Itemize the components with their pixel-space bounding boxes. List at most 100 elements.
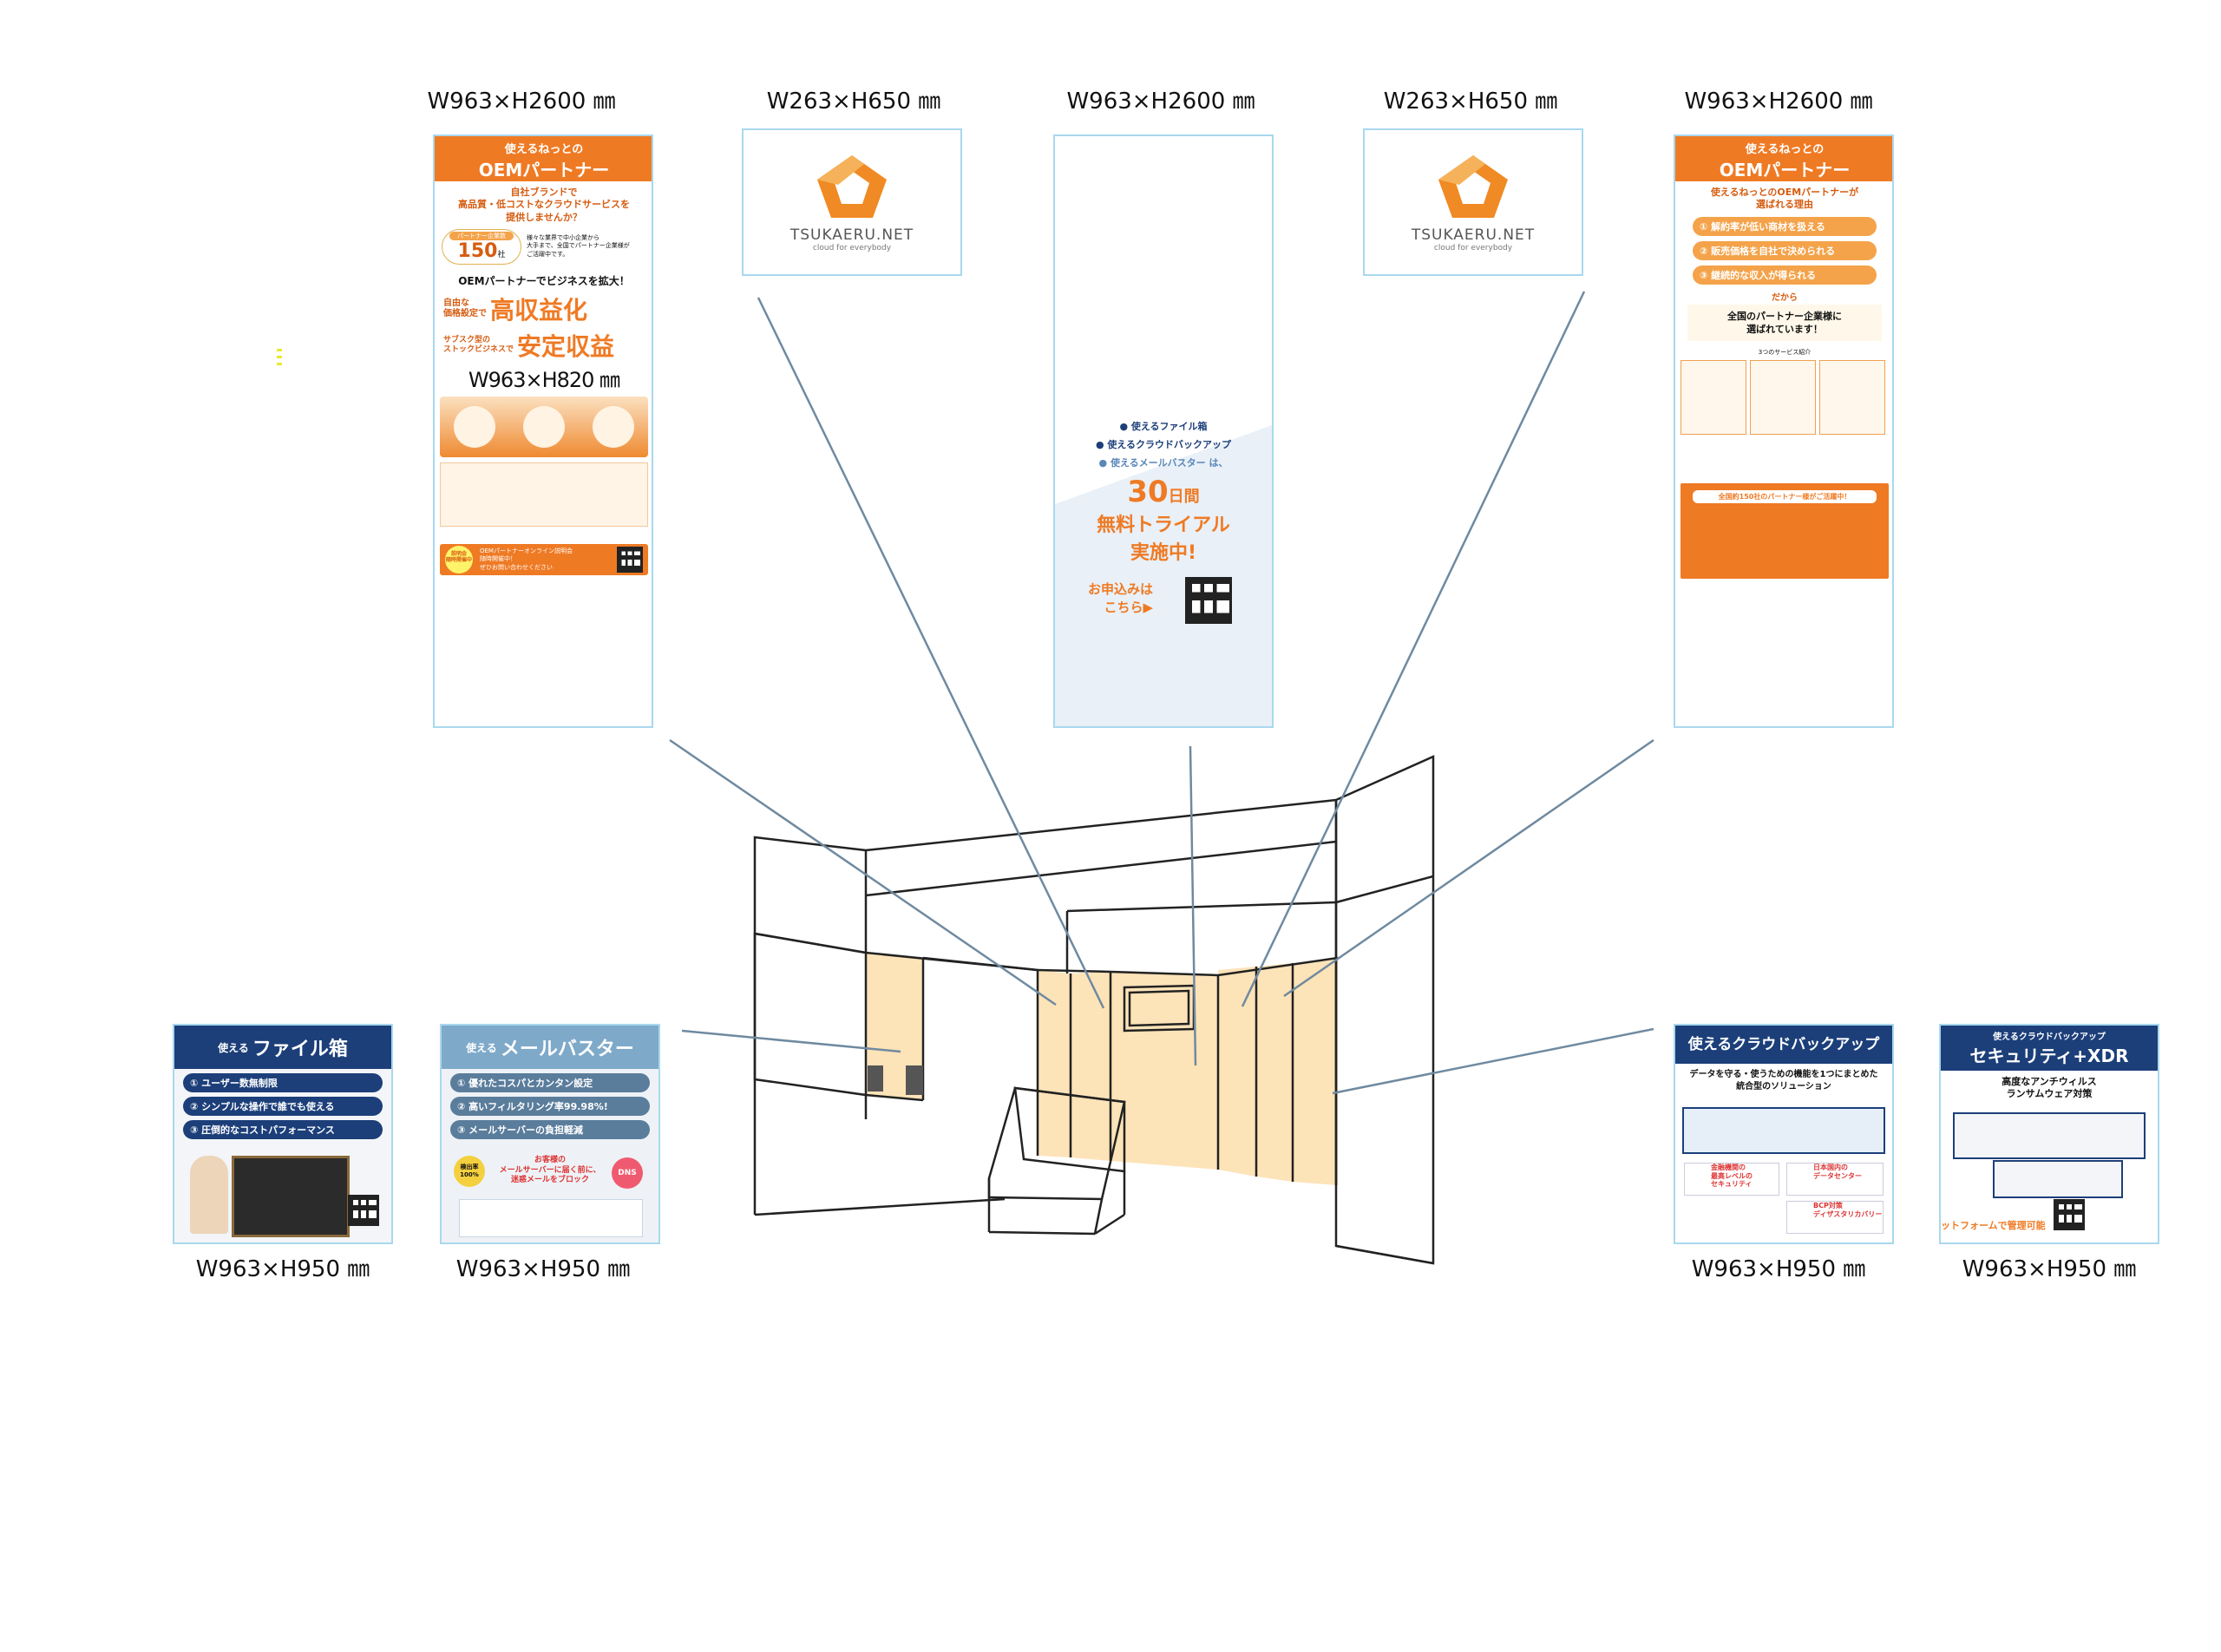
dim-label-top-5: W963×H2600 ㎜ — [1684, 88, 1873, 115]
badge-label: パートナー企業数 — [449, 231, 514, 240]
reason-1: ① 解約率が低い商材を扱える — [1693, 216, 1877, 236]
service-card-3 — [1819, 360, 1885, 436]
oem-poster-left: 使えるねっとの OEMパートナー 自社ブランドで 高品質・低コストなクラウドサー… — [435, 136, 652, 579]
logo-panel-left: TSUKAERU.NET cloud for everybody — [742, 128, 962, 276]
booth-panels-fill — [866, 953, 1338, 1185]
mail-buster-point-2: ② 高いフィルタリング率99.98%! — [450, 1097, 650, 1116]
trial-free-text: 無料トライアル — [1097, 515, 1230, 536]
cloud-backup-feature-2: BCP対策 ディザスタリカバリー — [1786, 1201, 1884, 1234]
xdr-header: 使えるクラウドバックアップ セキュリティ+XDR — [1941, 1026, 2158, 1071]
dim-label-bottom-1: W963×H950 ㎜ — [195, 1256, 370, 1282]
poster-expand: OEMパートナーでビジネスを拡大！ — [458, 274, 630, 287]
poster-cta: 説明会 随時開催中 OEMパートナーオンライン説明会 随時開催中！ ぜひお問い合… — [440, 544, 648, 575]
cta-badge: 説明会 随時開催中 — [445, 546, 473, 574]
dim-label-bottom-2: W963×H950 ㎜ — [455, 1256, 631, 1282]
dim-label-top-1: W963×H2600 ㎜ — [427, 88, 616, 115]
logo-tagline: cloud for everybody — [1433, 244, 1513, 252]
mail-buster-panel: 使えるメールバスター ① 優れたコスパとカンタン設定 ② 高いフィルタリング率9… — [440, 1024, 660, 1244]
mail-buster-point-1: ① 優れたコスパとカンタン設定 — [450, 1073, 650, 1092]
xdr-qr-code — [2054, 1199, 2085, 1230]
qr-code — [617, 547, 643, 573]
poster-bottom-section: 全国約150社のパートナー様がご活躍中！ — [1680, 483, 1889, 579]
oem-poster-right: 使えるねっとの OEMパートナー 使えるねっとのOEMパートナーが 選ばれる理由… — [1675, 136, 1892, 579]
trial-item-3: ● 使えるメールバスター は、 — [1098, 456, 1228, 469]
dim-label-top-2: W263×H650 ㎜ — [766, 88, 941, 115]
file-box-poster: 使えるファイル箱 ① ユーザー数無制限 ② シンプルな操作で誰でも使える ③ 圧… — [174, 1026, 391, 1242]
poster-illustration-section — [440, 462, 648, 527]
dim-label-top-4: W263×H650 ㎜ — [1383, 88, 1558, 115]
mail-buster-rate-badge: 検出率 100% — [454, 1156, 485, 1187]
mail-buster-note: お客様の メールサーバーに届く前に、 迷惑メールをブロック — [499, 1156, 601, 1185]
reason-3: ③ 継続的な収入が得られる — [1693, 265, 1877, 285]
services-title: 3つのサービス紹介 — [1758, 349, 1812, 357]
cloud-backup-header: 使えるクラウドバックアップ — [1675, 1026, 1892, 1064]
cloud-backup-feature-1: 日本国内の データセンター — [1786, 1163, 1884, 1196]
cloud-backup-feature-3: 金融機関の 最高レベルの セキュリティ — [1684, 1163, 1779, 1196]
xdr-panel: 使えるクラウドバックアップ セキュリティ+XDR 高度なアンチウィルス ランサム… — [1939, 1024, 2159, 1244]
xdr-feature-grid-2 — [1993, 1160, 2123, 1198]
trial-days: 30日間 — [1127, 475, 1200, 509]
booth-outline — [753, 755, 1435, 1265]
trial-banner-panel: ● 使えるファイル箱 ● 使えるクラウドバックアップ ● 使えるメールバスター … — [1053, 134, 1274, 728]
file-box-qr-code — [348, 1195, 379, 1226]
trial-item-1: ● 使えるファイル箱 — [1119, 421, 1208, 432]
dim-label-bottom-3: W963×H950 ㎜ — [1691, 1256, 1866, 1282]
mail-buster-header: 使えるメールバスター — [442, 1026, 658, 1069]
badge-value: 150 — [457, 239, 498, 262]
trial-banner-bg — [1055, 136, 1272, 726]
poster-header-line2: OEMパートナー — [1719, 160, 1851, 180]
file-box-point-1: ① ユーザー数無制限 — [183, 1073, 383, 1092]
tsukaeru-logo-icon — [817, 155, 887, 218]
stray-mark — [277, 349, 282, 365]
xdr-feature-grid — [1953, 1112, 2146, 1159]
feature-circle-1 — [454, 405, 495, 448]
trial-qr-code — [1185, 577, 1232, 624]
xdr-poster: 使えるクラウドバックアップ セキュリティ+XDR 高度なアンチウィルス ランサム… — [1941, 1026, 2158, 1242]
stable-profit-text: 安定収益 — [517, 331, 615, 361]
oem-partner-panel-left: 使えるねっとの OEMパートナー 自社ブランドで 高品質・低コストなクラウドサー… — [433, 134, 653, 728]
cloud-backup-panel: 使えるクラウドバックアップ データを守る・使うための機能を1つにまとめた 統合型… — [1674, 1024, 1894, 1244]
file-box-blackboard — [232, 1156, 350, 1237]
free-price-text: 自由な 価格設定で — [443, 298, 487, 318]
presenter-illustration — [190, 1156, 228, 1234]
dns-badge: DNS — [612, 1157, 643, 1189]
dim-label-top-3: W963×H2600 ㎜ — [1066, 88, 1255, 115]
logo-name: TSUKAERU.NET — [1411, 226, 1536, 244]
high-profit-text: 高収益化 — [490, 295, 588, 324]
service-card-2 — [1750, 360, 1816, 436]
mail-buster-point-3: ③ メールサーバーの負担軽減 — [450, 1120, 650, 1139]
poster-header-line1: 使えるねっとの — [504, 143, 584, 156]
chosen-text: 全国のパートナー企業様に 選ばれています！ — [1687, 304, 1882, 342]
poster-bottom-title: 全国約150社のパートナー様がご活躍中！ — [1693, 490, 1877, 503]
dakara-text: だから — [1772, 292, 1798, 303]
badge-side-text: 様々な業界で中小企業から 大手まで、全国でパートナー企業様が ご活躍中です。 — [527, 233, 630, 259]
poster-lead: 自社ブランドで 高品質・低コストなクラウドサービスを 提供しませんか？ — [458, 187, 630, 223]
badge-unit: 社 — [497, 250, 506, 259]
xdr-lead: 高度なアンチウィルス ランサムウェア対策 — [2002, 1076, 2097, 1100]
file-box-header: 使えるファイル箱 — [174, 1026, 391, 1069]
trial-running-text: 実施中! — [1130, 542, 1197, 564]
mail-buster-illustration — [459, 1199, 643, 1237]
connector-lines — [669, 291, 1654, 1095]
trial-item-2: ● 使えるクラウドバックアップ — [1095, 438, 1232, 450]
mail-buster-poster: 使えるメールバスター ① 優れたコスパとカンタン設定 ② 高いフィルタリング率9… — [442, 1026, 658, 1242]
cta-text: OEMパートナーオンライン説明会 随時開催中！ ぜひお問い合わせください — [480, 547, 573, 571]
feature-circle-2 — [523, 405, 565, 448]
reason-2: ② 販売価格を自社で決められる — [1693, 240, 1877, 260]
cloud-backup-poster: 使えるクラウドバックアップ データを守る・使うための機能を1つにまとめた 統合型… — [1675, 1026, 1892, 1242]
xdr-footer: ットフォームで管理可能 — [1941, 1220, 2046, 1231]
trial-apply-text: お申込みは こちら▶ — [1088, 581, 1154, 615]
dim-label-bottom-4: W963×H950 ㎜ — [1962, 1256, 2137, 1282]
subscription-text: サブスク型の ストックビジネスで — [443, 336, 514, 354]
inner-dimension-label: W963×H820 ㎜ — [468, 367, 620, 392]
logo-tagline: cloud for everybody — [812, 244, 892, 252]
poster-header-line1: 使えるねっとの — [1745, 143, 1825, 156]
poster-lead: 使えるねっとのOEMパートナーが 選ばれる理由 — [1710, 187, 1859, 211]
poster-header-line2: OEMパートナー — [478, 160, 610, 180]
tsukaeru-logo-icon — [1438, 155, 1508, 218]
cloud-backup-features — [1682, 1107, 1885, 1154]
logo-name: TSUKAERU.NET — [789, 226, 914, 244]
poster-header: 使えるねっとの OEMパートナー — [435, 136, 652, 181]
cloud-backup-lead: データを守る・使うための機能を1つにまとめた 統合型のソリューション — [1689, 1070, 1878, 1092]
